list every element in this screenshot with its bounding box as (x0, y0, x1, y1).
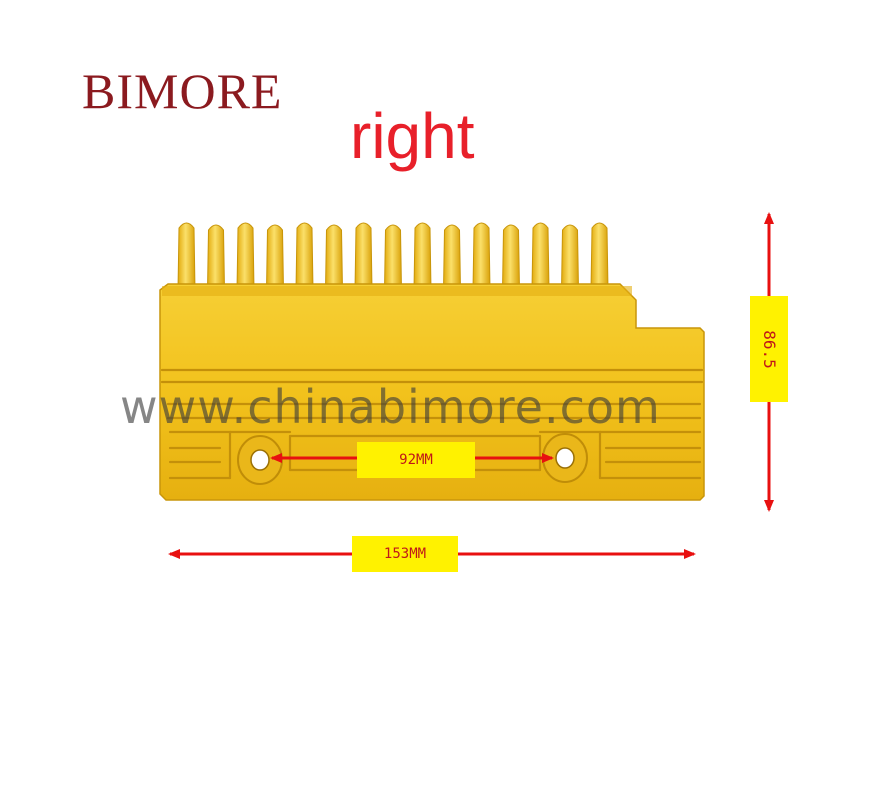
comb-teeth (177, 222, 609, 291)
comb-tooth (324, 224, 344, 291)
comb-tooth (501, 224, 521, 291)
brand-logo-text: BIMORE (82, 63, 283, 119)
comb-tooth (354, 222, 373, 291)
side-label: right (350, 100, 475, 172)
hole-spacing-value: 92MM (399, 452, 433, 468)
comb-tooth (295, 222, 314, 291)
comb-tooth (206, 224, 226, 291)
comb-tooth (442, 224, 462, 291)
comb-tooth (472, 222, 491, 291)
height-value: 86.5 (759, 329, 779, 369)
height-label: 86.5 (750, 296, 788, 402)
comb-tooth (560, 224, 580, 291)
comb-tooth (383, 224, 403, 291)
comb-tooth (177, 222, 196, 291)
hole-spacing-label: 92MM (357, 442, 475, 478)
body-top-shade (162, 286, 632, 296)
comb-tooth (265, 224, 285, 291)
comb-tooth (590, 222, 609, 291)
mount-holes (237, 433, 588, 485)
body-grooves (160, 368, 704, 480)
width-value: 153MM (383, 546, 427, 562)
comb-tooth (531, 222, 550, 291)
width-label: 153MM (352, 536, 458, 572)
comb-tooth (413, 222, 432, 291)
watermark-text: www.chinabimore.com (120, 380, 661, 434)
comb-tooth (236, 222, 255, 291)
